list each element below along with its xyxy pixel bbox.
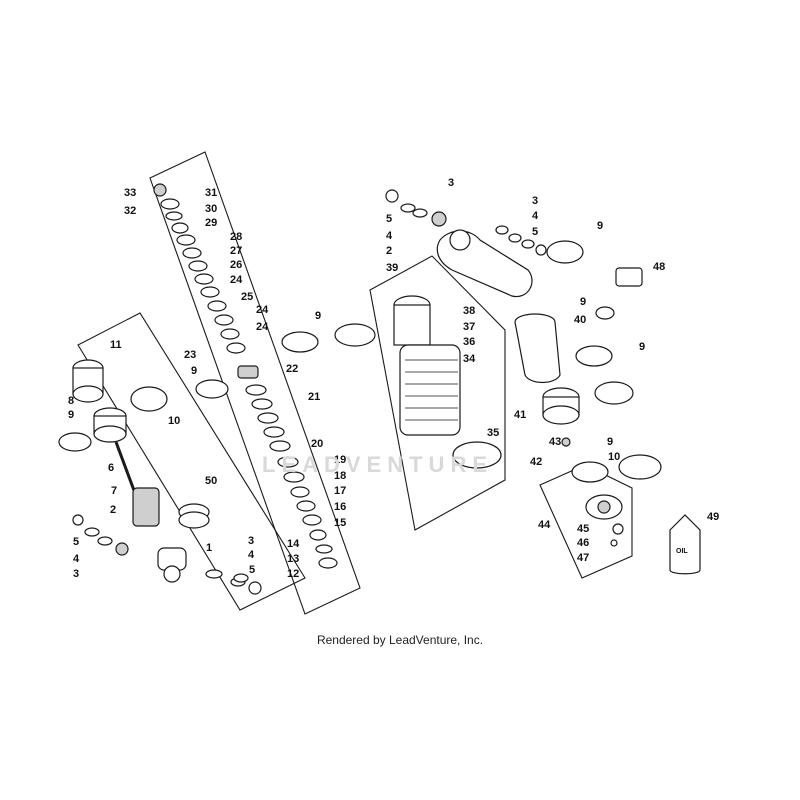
callout-5: 5	[532, 226, 538, 238]
callout-46: 46	[577, 537, 589, 549]
callout-15: 15	[334, 517, 346, 529]
callout-37: 37	[463, 321, 475, 333]
callout-39: 39	[386, 262, 398, 274]
callout-44: 44	[538, 519, 551, 531]
callout-3: 3	[73, 568, 79, 580]
callout-6: 6	[108, 462, 114, 474]
callout-8: 8	[68, 395, 74, 407]
bottle-label: OIL	[676, 548, 688, 555]
callout-10: 10	[168, 415, 180, 427]
callout-50: 50	[205, 475, 217, 487]
callout-38: 38	[463, 305, 475, 317]
diagram-caption: Rendered by LeadVenture, Inc.	[316, 633, 484, 647]
callout-24: 24	[230, 274, 243, 286]
callout-10: 10	[608, 451, 620, 463]
callout-3: 3	[532, 195, 538, 207]
callout-48: 48	[653, 261, 665, 273]
callout-24: 24	[256, 321, 269, 333]
callout-9: 9	[639, 341, 645, 353]
callout-19: 19	[334, 454, 346, 466]
callout-5: 5	[249, 564, 255, 576]
callout-14: 14	[287, 538, 300, 550]
callout-3: 3	[248, 535, 254, 547]
callout-13: 13	[287, 553, 299, 565]
body-assembly: OIL	[195, 189, 701, 575]
callout-49: 49	[707, 511, 719, 523]
callout-42: 42	[530, 456, 542, 468]
callout-9: 9	[68, 409, 74, 421]
reservoir-body-frame	[369, 255, 506, 531]
callout-22: 22	[286, 363, 298, 375]
callout-32: 32	[124, 205, 136, 217]
callout-12: 12	[287, 568, 299, 580]
shaft-assembly	[58, 359, 262, 595]
callout-16: 16	[334, 501, 346, 513]
callout-43: 43	[549, 436, 561, 448]
callout-4: 4	[73, 553, 80, 565]
callout-47: 47	[577, 552, 589, 564]
callout-27: 27	[230, 245, 242, 257]
callout-5: 5	[386, 213, 392, 225]
callout-9: 9	[597, 220, 603, 232]
callout-40: 40	[574, 314, 586, 326]
callout-9: 9	[607, 436, 613, 448]
callout-41: 41	[514, 409, 526, 421]
callout-1: 1	[206, 542, 212, 554]
callout-25: 25	[241, 291, 253, 303]
callout-2: 2	[386, 245, 392, 257]
callout-26: 26	[230, 259, 242, 271]
callout-11: 11	[110, 339, 122, 351]
callout-17: 17	[334, 485, 346, 497]
callout-36: 36	[463, 336, 475, 348]
callout-2: 2	[110, 504, 116, 516]
watermark: LEADVENTURE	[262, 452, 494, 477]
callout-35: 35	[487, 427, 499, 439]
callout-29: 29	[205, 217, 217, 229]
callout-18: 18	[334, 470, 346, 482]
spring-washer-stack	[153, 183, 338, 569]
callout-3: 3	[448, 177, 454, 189]
callout-4: 4	[386, 230, 393, 242]
spring-stack-frame	[149, 151, 361, 615]
callout-24: 24	[256, 304, 269, 316]
callout-9: 9	[315, 310, 321, 322]
callout-9: 9	[191, 365, 197, 377]
callout-20: 20	[311, 438, 323, 450]
callout-34: 34	[463, 353, 476, 365]
callout-4: 4	[248, 549, 255, 561]
callout-5: 5	[73, 536, 79, 548]
callout-28: 28	[230, 231, 242, 243]
callout-33: 33	[124, 187, 136, 199]
callout-4: 4	[532, 210, 539, 222]
callout-9: 9	[580, 296, 586, 308]
callout-21: 21	[308, 391, 320, 403]
callout-23: 23	[184, 349, 196, 361]
callout-7: 7	[111, 485, 117, 497]
callout-45: 45	[577, 523, 589, 535]
callout-31: 31	[205, 187, 217, 199]
callout-30: 30	[205, 203, 217, 215]
